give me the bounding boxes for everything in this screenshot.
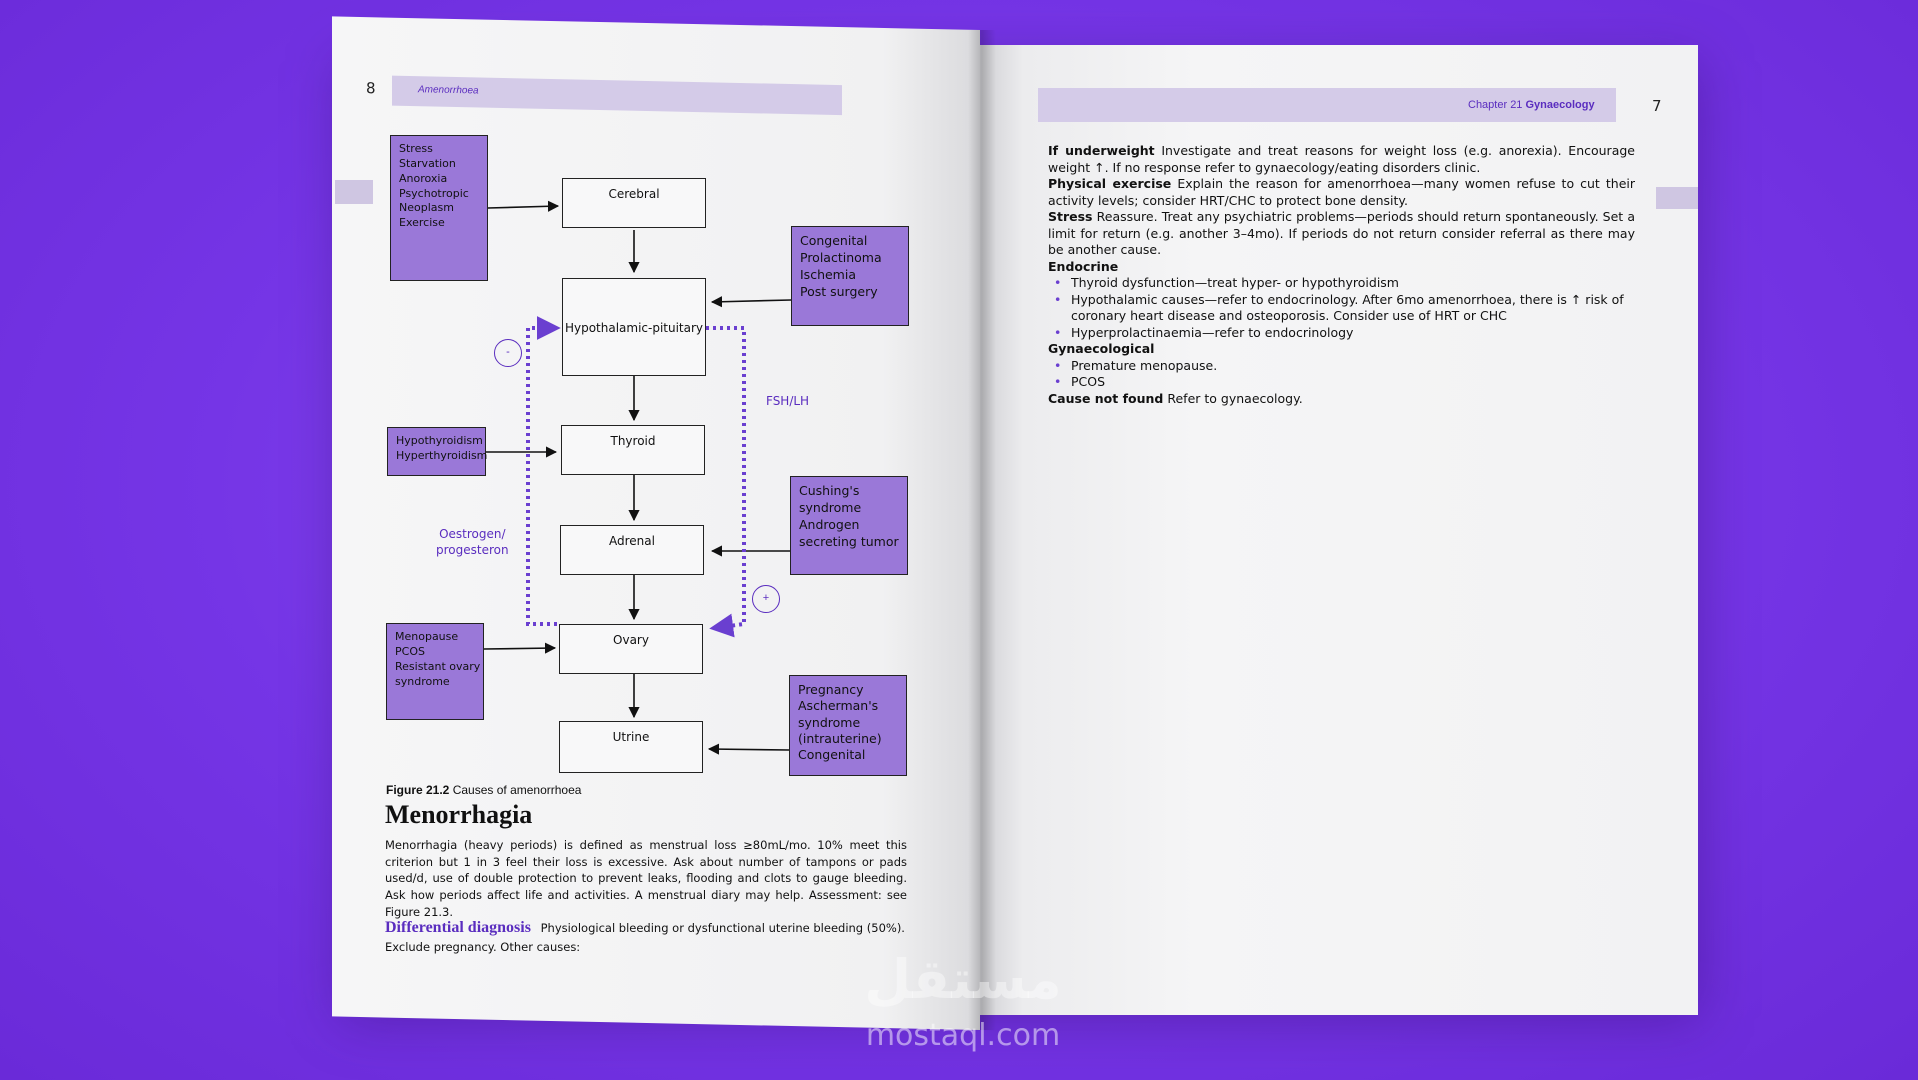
oestrogen-label: Oestrogen/ progesteron — [436, 526, 509, 558]
cause-item: secreting tumor — [799, 533, 899, 549]
list-item: Hyperprolactinaemia—refer to endocrinolo… — [1054, 325, 1635, 342]
cause-item: Anoroxia — [399, 171, 448, 185]
endocrine-list: Thyroid dysfunction—treat hyper- or hypo… — [1037, 275, 1635, 341]
oestrogen-label-line-2: progesteron — [436, 543, 509, 558]
cause-not-found-paragraph: Cause not found Refer to gynaecology. — [1048, 391, 1635, 408]
cause-not-found-title: Cause not found — [1048, 390, 1164, 406]
stress-text: Reassure. Treat any psychiatric problems… — [1048, 209, 1635, 257]
list-item: Hypothalamic causes—refer to endocrinolo… — [1054, 292, 1635, 325]
figure-caption: Figure 21.2 Causes of amenorrhoea — [386, 783, 581, 797]
differential-diagnosis: Differential diagnosis Physiological ble… — [385, 916, 907, 956]
node-ovary: Ovary — [559, 624, 703, 674]
cause-item: Hyperthyroidism — [396, 448, 488, 462]
arrow-ovary-causes — [483, 642, 557, 654]
exercise-paragraph: Physical exercise Explain the reason for… — [1048, 176, 1635, 209]
cause-not-found-text: Refer to gynaecology. — [1167, 390, 1303, 406]
causes-thyroid: Hypothyroidism Hyperthyroidism — [387, 427, 488, 476]
node-cerebral: Cerebral — [562, 178, 706, 228]
feedback-fsh-lh-line — [706, 326, 746, 638]
exercise-text: Explain the reason for amenorrhoea—many … — [1048, 176, 1635, 208]
causes-cerebral: Stress Starvation Anoroxia Psychotropic … — [390, 135, 488, 281]
cause-item: Congenital — [798, 747, 866, 762]
node-hypothalamic: Hypothalamic-pituitary — [562, 278, 706, 376]
cause-item: Prolactinoma — [800, 249, 882, 265]
cause-item: Cushing's — [799, 483, 860, 498]
menorrhagia-paragraph: Menorrhagia (heavy periods) is defined a… — [385, 838, 907, 919]
list-item: PCOS — [1054, 374, 1635, 391]
book-spine — [968, 30, 996, 1030]
chapter-heading: Chapter 21 Gynaecology — [1468, 99, 1595, 111]
cause-item: Stress — [399, 142, 433, 155]
watermark-logo: مستقل — [864, 948, 1062, 1011]
underweight-paragraph: If underweight Investigate and treat rea… — [1048, 143, 1635, 176]
list-item: Premature menopause. — [1054, 358, 1635, 375]
list-item: Thyroid dysfunction—treat hyper- or hypo… — [1054, 275, 1635, 292]
figure-label: Figure 21.2 — [386, 783, 450, 797]
negative-feedback-sign: - — [494, 339, 522, 367]
cause-item: Psychotropic — [399, 186, 469, 200]
cause-item: syndrome — [799, 499, 862, 515]
right-page-body: If underweight Investigate and treat rea… — [1037, 143, 1635, 407]
positive-feedback-sign: + — [752, 585, 780, 613]
left-page-tab — [335, 180, 373, 204]
endocrine-heading: Endocrine — [1048, 258, 1119, 274]
cause-item: Post surgery — [800, 283, 878, 299]
arrow-utrine-causes — [707, 743, 790, 755]
right-page-tab — [1656, 187, 1698, 209]
cause-item: PCOS — [395, 644, 425, 658]
oestrogen-label-line-1: Oestrogen/ — [439, 527, 506, 541]
right-page-number: 7 — [1652, 97, 1662, 115]
exercise-title: Physical exercise — [1048, 176, 1172, 191]
cause-item: Ascherman's — [798, 698, 879, 714]
right-page: Chapter 21 Gynaecology 7 — [980, 45, 1698, 1015]
differential-diagnosis-heading: Differential diagnosis — [385, 919, 531, 936]
cause-item: Neoplasm — [399, 201, 454, 215]
node-adrenal: Adrenal — [560, 525, 704, 575]
chapter-title: Gynaecology — [1525, 99, 1595, 111]
underweight-text: Investigate and treat reasons for weight… — [1048, 143, 1635, 175]
underweight-title: If underweight — [1048, 143, 1155, 158]
watermark-url: mostaql.com — [865, 1018, 1061, 1053]
node-thyroid: Thyroid — [561, 425, 705, 475]
cause-item: syndrome — [798, 714, 861, 730]
node-utrine: Utrine — [559, 721, 703, 773]
arrow-cerebral-causes — [487, 200, 560, 212]
causes-utrine: Pregnancy Ascherman's syndrome (intraute… — [789, 675, 907, 776]
gynaecological-heading: Gynaecological — [1048, 341, 1155, 356]
fsh-lh-label: FSH/LH — [766, 394, 810, 408]
right-running-head-band — [1038, 88, 1616, 122]
section-heading-menorrhagia: Menorrhagia — [385, 800, 533, 829]
differential-diagnosis-text: Physiological bleeding or dysfunctional … — [385, 921, 905, 955]
cause-item: Exercise — [399, 216, 445, 230]
figure-caption-text: Causes of amenorrhoea — [452, 783, 582, 797]
cause-item: (intrauterine) — [798, 730, 882, 746]
cause-item: Hypothyroidism — [396, 434, 483, 447]
stress-title: Stress — [1048, 209, 1093, 224]
gynaecological-list: Premature menopause. PCOS — [1037, 358, 1635, 391]
cause-item: Menopause — [395, 630, 459, 643]
stress-paragraph: Stress Reassure. Treat any psychiatric p… — [1048, 209, 1635, 259]
cause-item: Congenital — [800, 233, 868, 248]
chapter-label: Chapter 21 — [1468, 99, 1523, 111]
cause-item: Androgen — [799, 516, 860, 532]
cause-item: Starvation — [399, 156, 456, 170]
causes-adrenal: Cushing's syndrome Androgen secreting tu… — [790, 476, 908, 575]
causes-hypothalamic: Congenital Prolactinoma Ischemia Post su… — [791, 226, 909, 326]
cause-item: syndrome — [395, 674, 450, 688]
cause-item: Pregnancy — [798, 682, 864, 697]
causes-ovary: Menopause PCOS Resistant ovary syndrome — [386, 623, 484, 720]
cause-item: Ischemia — [800, 266, 856, 282]
feedback-oestrogen-line — [526, 316, 561, 626]
cause-item: Resistant ovary — [395, 659, 481, 673]
arrow-hypothalamic-causes — [710, 296, 792, 308]
